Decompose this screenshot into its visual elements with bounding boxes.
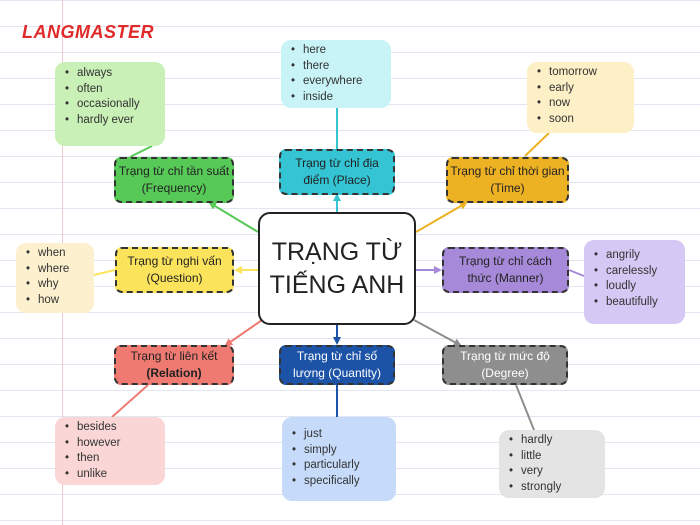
category-place-line1: Trạng từ chỉ địa [295,156,379,170]
connector-manner [568,269,585,277]
list-item: inside [287,90,383,106]
list-relation: besides however then unlike [55,417,165,485]
connector-relation [111,384,149,418]
list-item: loudly [590,279,677,295]
category-place-line2: điểm (Place) [303,173,371,187]
list-item: when [22,246,86,262]
list-item: specifically [288,474,388,490]
list-item: simply [288,443,388,459]
category-place: Trạng từ chỉ địa điểm (Place) [279,149,395,195]
connector-question [93,269,116,276]
connector-degree [515,384,535,431]
list-item: little [505,449,597,465]
category-frequency-line1: Trạng từ chỉ tần suất [118,164,230,178]
category-manner: Trạng từ chỉ cách thức (Manner) [442,247,569,293]
category-relation-line2: (Relation) [146,366,202,380]
list-question: when where why how [16,243,94,313]
category-quantity-line1: Trạng từ chỉ số [296,349,378,363]
list-item: unlike [61,467,157,483]
category-time-line1: Trạng từ chỉ thời gian [450,164,565,178]
category-question: Trạng từ nghi vấn (Question) [115,247,234,293]
list-item: very [505,464,597,480]
list-item: tomorrow [533,65,626,81]
list-item: strongly [505,480,597,496]
list-item: hardly [505,433,597,449]
list-item: however [61,436,157,452]
central-topic: TRẠNG TỪ TIẾNG ANH [258,212,416,325]
category-relation-line1: Trạng từ liên kết [130,349,218,363]
arrow-frequency [208,201,259,233]
list-place: here there everywhere inside [281,40,391,108]
list-item: early [533,81,626,97]
connector-time [524,132,550,157]
category-relation: Trạng từ liên kết (Relation) [114,345,234,385]
list-item: then [61,451,157,467]
list-item: hardly ever [61,113,157,129]
arrow-degree [413,319,462,346]
category-degree: Trạng từ mức độ (Degree) [442,345,568,385]
list-item: just [288,427,388,443]
category-manner-line2: thức (Manner) [467,271,544,285]
list-degree: hardly little very strongly [499,430,605,498]
list-item: now [533,96,626,112]
list-item: beautifully [590,295,677,311]
langmaster-logo: LANGMASTER [22,22,154,42]
central-topic-line1: TRẠNG TỪ [271,237,403,266]
list-item: particularly [288,458,388,474]
arrow-time [415,201,468,233]
list-time: tomorrow early now soon [527,62,634,133]
list-item: angrily [590,248,677,264]
category-quantity: Trạng từ chỉ số lượng (Quantity) [279,345,395,385]
category-manner-line1: Trạng từ chỉ cách [459,254,552,268]
category-time: Trạng từ chỉ thời gian (Time) [446,157,569,203]
category-frequency: Trạng từ chỉ tần suất (Frequency) [114,157,234,203]
arrow-relation [224,319,263,347]
list-frequency: always often occasionally hardly ever [55,62,165,146]
list-item: how [22,293,86,309]
list-item: occasionally [61,97,157,113]
list-item: why [22,277,86,293]
category-question-line1: Trạng từ nghi vấn [127,254,222,268]
category-time-line2: (Time) [490,181,525,195]
list-item: often [61,82,157,98]
category-question-line2: (Question) [146,271,203,285]
list-item: where [22,262,86,278]
list-item: there [287,59,383,75]
list-item: here [287,43,383,59]
list-item: always [61,66,157,82]
category-degree-line1: Trạng từ mức độ [460,349,550,363]
list-item: besides [61,420,157,436]
category-quantity-line2: lượng (Quantity) [293,366,381,380]
list-item: carelessly [590,264,677,280]
list-item: soon [533,112,626,128]
central-topic-line2: TIẾNG ANH [269,270,405,299]
connector-frequency [129,145,153,158]
category-degree-line2: (Degree) [481,366,529,380]
list-manner: angrily carelessly loudly beautifully [584,240,685,324]
list-quantity: just simply particularly specifically [282,417,396,501]
category-frequency-line2: (Frequency) [141,181,207,195]
list-item: everywhere [287,74,383,90]
